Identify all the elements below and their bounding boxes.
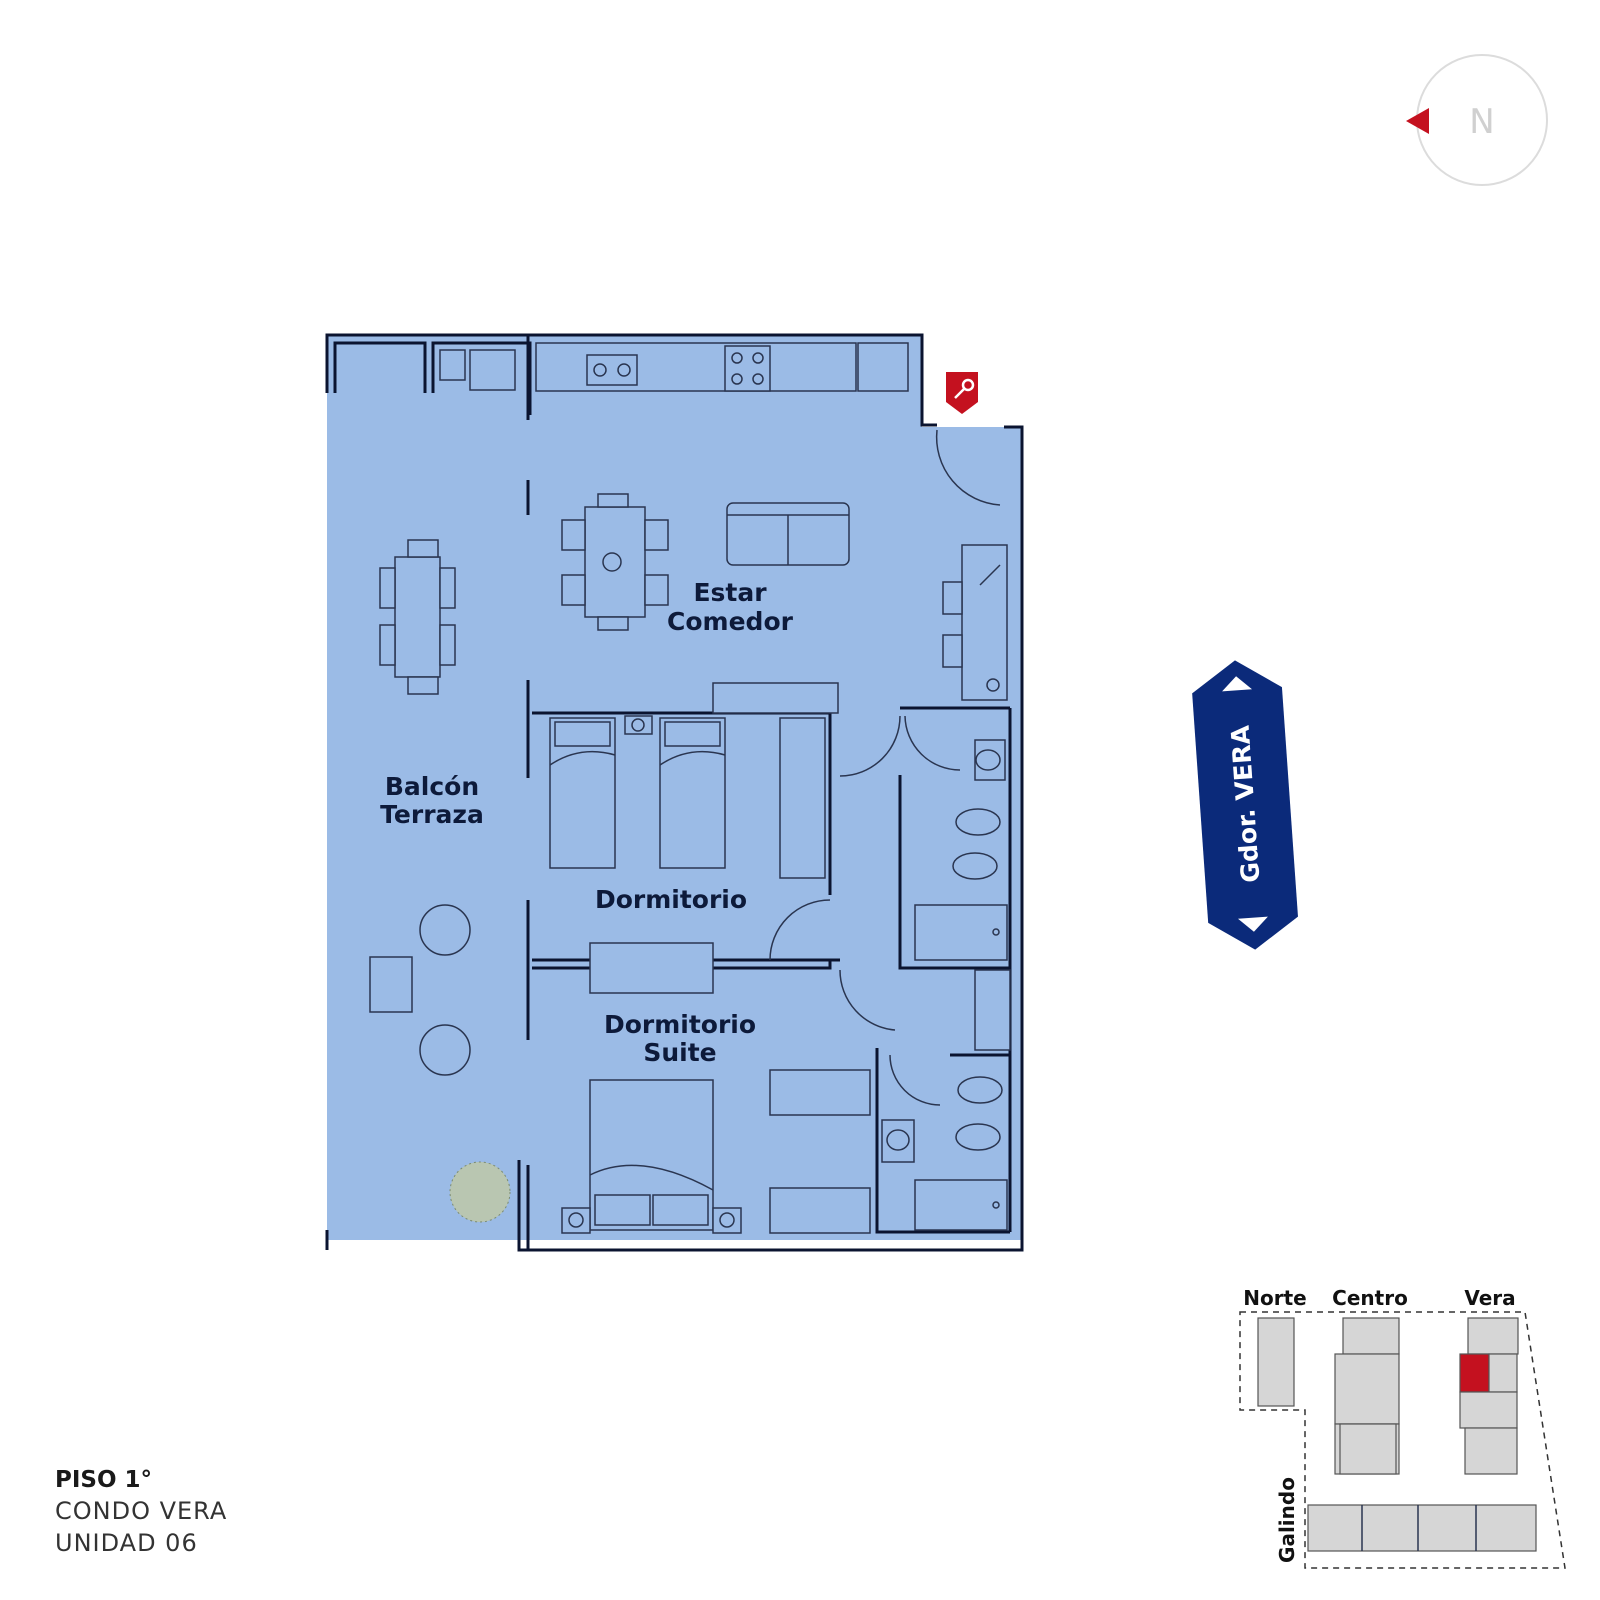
key-label-norte: Norte <box>1243 1286 1306 1310</box>
room-label-suite-1: Dormitorio <box>604 1010 756 1039</box>
arrow-up-icon <box>1222 676 1253 692</box>
unit-building: CONDO VERA <box>55 1497 228 1525</box>
room-label-suite-2: Suite <box>643 1038 716 1067</box>
unit-floor: PISO 1° <box>55 1467 153 1493</box>
unit-info: PISO 1° CONDO VERA UNIDAD 06 <box>55 1465 227 1559</box>
unit-number: UNIDAD 06 <box>55 1529 198 1557</box>
room-label-dormitorio: Dormitorio <box>595 885 747 914</box>
key-icon <box>954 378 975 399</box>
bedroom-furniture <box>549 715 826 994</box>
room-label-estar-1: Estar <box>693 578 767 607</box>
key-plan-highlight <box>1459 1353 1490 1393</box>
sofa <box>726 502 850 566</box>
entry-marker <box>946 372 978 414</box>
desk <box>942 544 1008 701</box>
dining-set <box>561 493 669 631</box>
room-label-estar-2: Comedor <box>667 607 794 636</box>
bathroom-1-fixtures <box>914 739 1008 961</box>
balcony-furniture <box>369 539 511 1223</box>
compass-north-label: N <box>1469 102 1494 142</box>
arrow-down-icon <box>1237 916 1268 932</box>
doors <box>769 429 1001 1106</box>
bathroom-2-fixtures <box>881 969 1011 1231</box>
room-labels: Estar Comedor Balcón Terraza Dormitorio … <box>380 578 793 1067</box>
tv-unit <box>712 682 839 714</box>
kitchen <box>439 342 909 392</box>
room-label-balcon-2: Terraza <box>380 800 484 829</box>
compass: N <box>1406 54 1548 186</box>
key-plan: Norte Centro Vera Galindo <box>1239 1286 1566 1569</box>
street-sign: Gdor. VERA <box>1192 660 1298 950</box>
key-label-galindo: Galindo <box>1275 1477 1299 1563</box>
walls <box>325 333 1024 1252</box>
key-label-centro: Centro <box>1332 1286 1408 1310</box>
plant <box>449 1161 511 1223</box>
room-label-balcon-1: Balcón <box>385 772 479 801</box>
compass-arrow-icon <box>1406 108 1429 134</box>
suite-furniture <box>561 1069 871 1234</box>
key-label-vera: Vera <box>1464 1286 1515 1310</box>
